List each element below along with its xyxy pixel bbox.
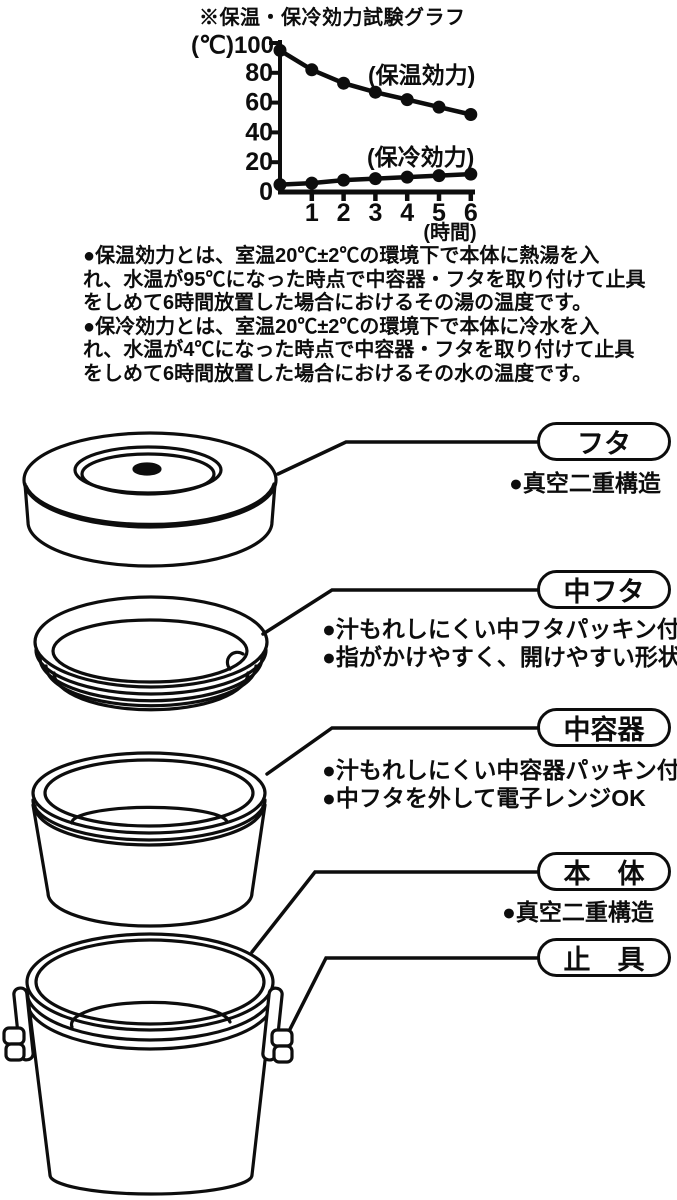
inner-container-note: ●中フタを外して電子レンジOK xyxy=(322,785,646,811)
left-clasp-drawing xyxy=(2,986,35,1062)
cold-series-point xyxy=(432,169,446,183)
inner-container-drawing xyxy=(31,751,267,928)
cold-series-point xyxy=(464,167,478,181)
chart-title: ※保温・保冷効力試験グラフ xyxy=(199,5,466,29)
description-line: ●保温効力とは、室温20℃±2℃の環境下で本体に熱湯を入 xyxy=(83,245,600,267)
lid-note: ●真空二重構造 xyxy=(509,470,661,496)
y-tick-label: 40 xyxy=(245,118,273,146)
cold-series-point xyxy=(337,173,351,187)
inner-lid-notes: ●汁もれしにくい中フタパッキン付 ●指がかけやすく、開けやすい形状 xyxy=(322,616,677,671)
y-axis-unit-label: (℃)100 xyxy=(191,32,274,59)
x-tick-label: 3 xyxy=(368,199,382,227)
x-tick-label: 2 xyxy=(337,199,351,227)
inner-lid-drawing xyxy=(33,595,269,712)
x-axis-unit-label: (時間) xyxy=(423,220,476,244)
part-label-lid: フタ xyxy=(537,422,671,461)
y-tick-label: 0 xyxy=(259,178,273,206)
hot-series-point xyxy=(432,100,446,114)
hot-series-point xyxy=(400,93,414,107)
part-label-inner-container: 中容器 xyxy=(537,708,671,747)
x-tick-label: 4 xyxy=(400,199,414,227)
hot-series-point xyxy=(368,85,382,99)
description-line: れ、水温が95℃になった時点で中容器・フタを取り付けて止具 xyxy=(83,268,646,291)
cold-series-point xyxy=(273,178,287,192)
cold-series-point xyxy=(368,172,382,186)
x-tick-label: 1 xyxy=(305,199,319,227)
cold-series-point xyxy=(400,170,414,184)
cold-series-label: (保冷効力) xyxy=(367,144,474,170)
finger-notch xyxy=(225,650,245,671)
leader-line-lid xyxy=(276,440,540,476)
part-label-body: 本 体 xyxy=(537,852,671,891)
x-tick-label: 5 xyxy=(432,199,446,227)
inner-container-note: ●汁もれしにくい中容器パッキン付 xyxy=(322,757,677,783)
hot-series-point xyxy=(273,43,287,57)
hot-series-label: (保温効力) xyxy=(368,62,475,88)
inner-lid-note: ●汁もれしにくい中フタパッキン付 xyxy=(322,616,677,642)
leader-line-clasp xyxy=(276,956,541,1055)
description-line: れ、水温が4℃になった時点で中容器・フタを取り付けて止具 xyxy=(83,339,635,362)
part-label-clasp: 止 具 xyxy=(537,938,671,977)
description-line: をしめて6時間放置した場合におけるその水の温度です。 xyxy=(83,362,593,385)
body-drawing xyxy=(2,932,294,1196)
y-tick-label: 60 xyxy=(245,89,273,117)
leader-line-inner-lid xyxy=(261,588,541,636)
x-tick-label: 6 xyxy=(464,199,478,227)
description-line: をしめて6時間放置した場合におけるその湯の温度です。 xyxy=(83,292,593,315)
hot-series-point xyxy=(337,76,351,90)
leader-line-body xyxy=(250,870,541,954)
lid-drawing xyxy=(22,431,278,568)
description-line: ●保冷効力とは、室温20℃±2℃の環境下で本体に冷水を入 xyxy=(83,315,600,338)
inner-lid-note: ●指がかけやすく、開けやすい形状 xyxy=(322,643,677,670)
leader-line-inner-container xyxy=(265,726,542,776)
part-label-inner-lid: 中フタ xyxy=(537,570,671,609)
y-tick-label: 80 xyxy=(245,59,273,87)
inner-container-notes: ●汁もれしにくい中容器パッキン付 ●中フタを外して電子レンジOK xyxy=(322,756,677,812)
y-tick-label: 20 xyxy=(245,148,273,176)
right-clasp-drawing xyxy=(261,986,294,1064)
effect-description: ●保温効力とは、室温20℃±2℃の環境下で本体に熱湯を入 れ、水温が95℃になっ… xyxy=(83,245,646,387)
hot-series-point xyxy=(464,108,478,121)
exploded-parts-diagram xyxy=(2,431,542,1196)
cold-series-point xyxy=(305,176,319,190)
body-note: ●真空二重構造 xyxy=(502,899,654,925)
hot-series-point xyxy=(305,63,319,77)
